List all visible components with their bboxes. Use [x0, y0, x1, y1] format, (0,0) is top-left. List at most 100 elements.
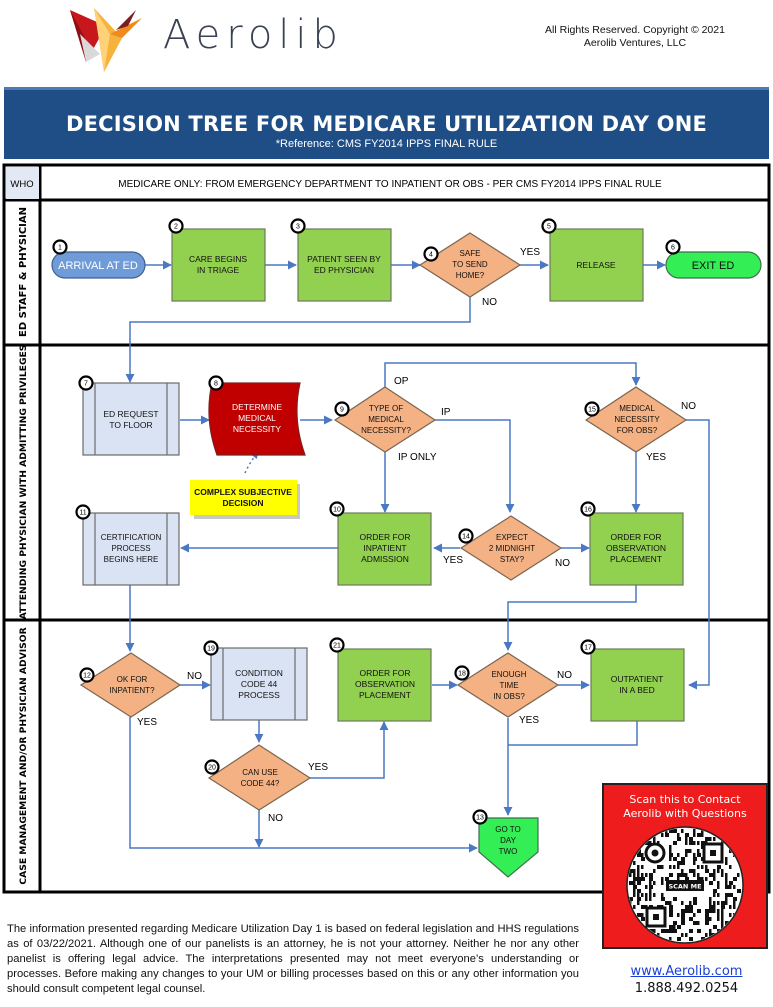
edge-4-7: [125, 297, 471, 383]
node-11-line-1: CERTIFICATION: [101, 533, 162, 542]
step-badge-number-12: 12: [83, 673, 91, 680]
node-16-line-3: PLACEMENT: [610, 554, 662, 564]
website-link[interactable]: www.Aerolib.com: [630, 964, 743, 979]
copyright-notice: All Rights Reserved. Copyright © 2021 Ae…: [520, 24, 750, 50]
step-badge-number-1: 1: [58, 245, 62, 252]
node-17-line-2: IN A BED: [619, 685, 654, 695]
node-1-arrival[interactable]: ARRIVAL AT ED: [51, 251, 146, 279]
label-9-op: OP: [394, 376, 409, 387]
connectors: [125, 260, 710, 853]
node-21-line-1: ORDER FOR: [360, 668, 411, 678]
label-4-yes: YES: [520, 247, 540, 258]
node-6-exit-ed[interactable]: EXIT ED: [665, 251, 762, 279]
node-18-line-3: IN OBS?: [493, 692, 525, 701]
step-badge-number-4: 4: [429, 252, 433, 259]
step-badge-14: [458, 528, 474, 544]
node-18-line-2: TIME: [499, 681, 518, 690]
edge-20-21: [310, 721, 389, 779]
step-badge-number-17: 17: [584, 645, 592, 652]
node-1-text: ARRIVAL AT ED: [58, 260, 138, 272]
step-badge-10: [329, 501, 345, 517]
node-19-line-2: CODE 44: [241, 679, 278, 689]
node-8-line-1: DETERMINE: [232, 402, 282, 412]
qr-contact-box[interactable]: Scan this to Contact Aerolib with Questi…: [602, 783, 768, 949]
node-15-line-3: FOR OBS?: [617, 426, 658, 435]
node-17-line-1: OUTPATIENT: [611, 674, 664, 684]
edge-12-13: [129, 717, 478, 853]
node-9-line-1: TYPE OF: [369, 404, 403, 413]
legal-disclaimer: The information presented regarding Medi…: [7, 923, 579, 995]
qr-code-icon[interactable]: SCAN ME: [625, 825, 745, 945]
node-9-line-2: MEDICAL: [368, 415, 404, 424]
edge-15-no-17: [686, 419, 710, 690]
node-11-line-2: PROCESS: [111, 544, 150, 553]
step-badge-21: [329, 637, 345, 653]
label-14-no: NO: [555, 558, 570, 569]
step-badge-number-9: 9: [340, 407, 344, 414]
node-20-line-2: CODE 44?: [241, 779, 280, 788]
step-badge-5: [541, 218, 557, 234]
node-16-line-2: OBSERVATION: [606, 543, 666, 553]
node-21-line-2: OBSERVATION: [355, 679, 415, 689]
node-18-line-1: ENOUGH: [491, 670, 526, 679]
step-badge-3: [290, 218, 306, 234]
step-badge-20: [204, 759, 220, 775]
label-15-no: NO: [681, 401, 696, 412]
page-subtitle: *Reference: CMS FY2014 IPPS FINAL RULE: [275, 138, 498, 150]
edge-16-18: [503, 584, 637, 651]
edge-9-op-15: [384, 362, 641, 387]
brand-name: Aerolib: [163, 12, 344, 58]
step-badge-16: [580, 501, 596, 517]
step-badge-13: [472, 809, 488, 825]
node-16-line-1: ORDER FOR: [611, 532, 662, 542]
node-13-line-2: DAY: [500, 836, 517, 845]
step-badge-11: [75, 504, 91, 520]
node-7-line-1: ED REQUEST: [103, 409, 158, 419]
who-label-cell: [6, 167, 39, 199]
node-5-release[interactable]: RELEASE: [549, 228, 644, 302]
node-21-line-3: PLACEMENT: [359, 690, 411, 700]
node-3-line-2: ED PHYSICIAN: [314, 265, 374, 275]
edge-17-merge: [508, 720, 638, 746]
label-12-yes: YES: [137, 717, 157, 728]
lane-label-ed-staff: ED STAFF & PHYSICIAN: [18, 207, 29, 337]
step-badge-2: [168, 218, 184, 234]
qr-caption-line-1: Scan this to Contact: [629, 793, 741, 806]
step-badge-number-10: 10: [333, 507, 341, 514]
node-4-line-3: HOME?: [456, 271, 485, 280]
contact-info: www.Aerolib.com 1.888.492.0254: [600, 963, 773, 997]
node-19-line-1: CONDITION: [235, 668, 283, 678]
node-10-line-3: ADMISSION: [361, 554, 409, 564]
node-13-line-3: TWO: [499, 847, 518, 856]
step-badge-4: [423, 246, 439, 262]
node-18-enough-time-obs[interactable]: ENOUGH TIME IN OBS?: [456, 652, 560, 718]
label-20-no: NO: [268, 813, 283, 824]
